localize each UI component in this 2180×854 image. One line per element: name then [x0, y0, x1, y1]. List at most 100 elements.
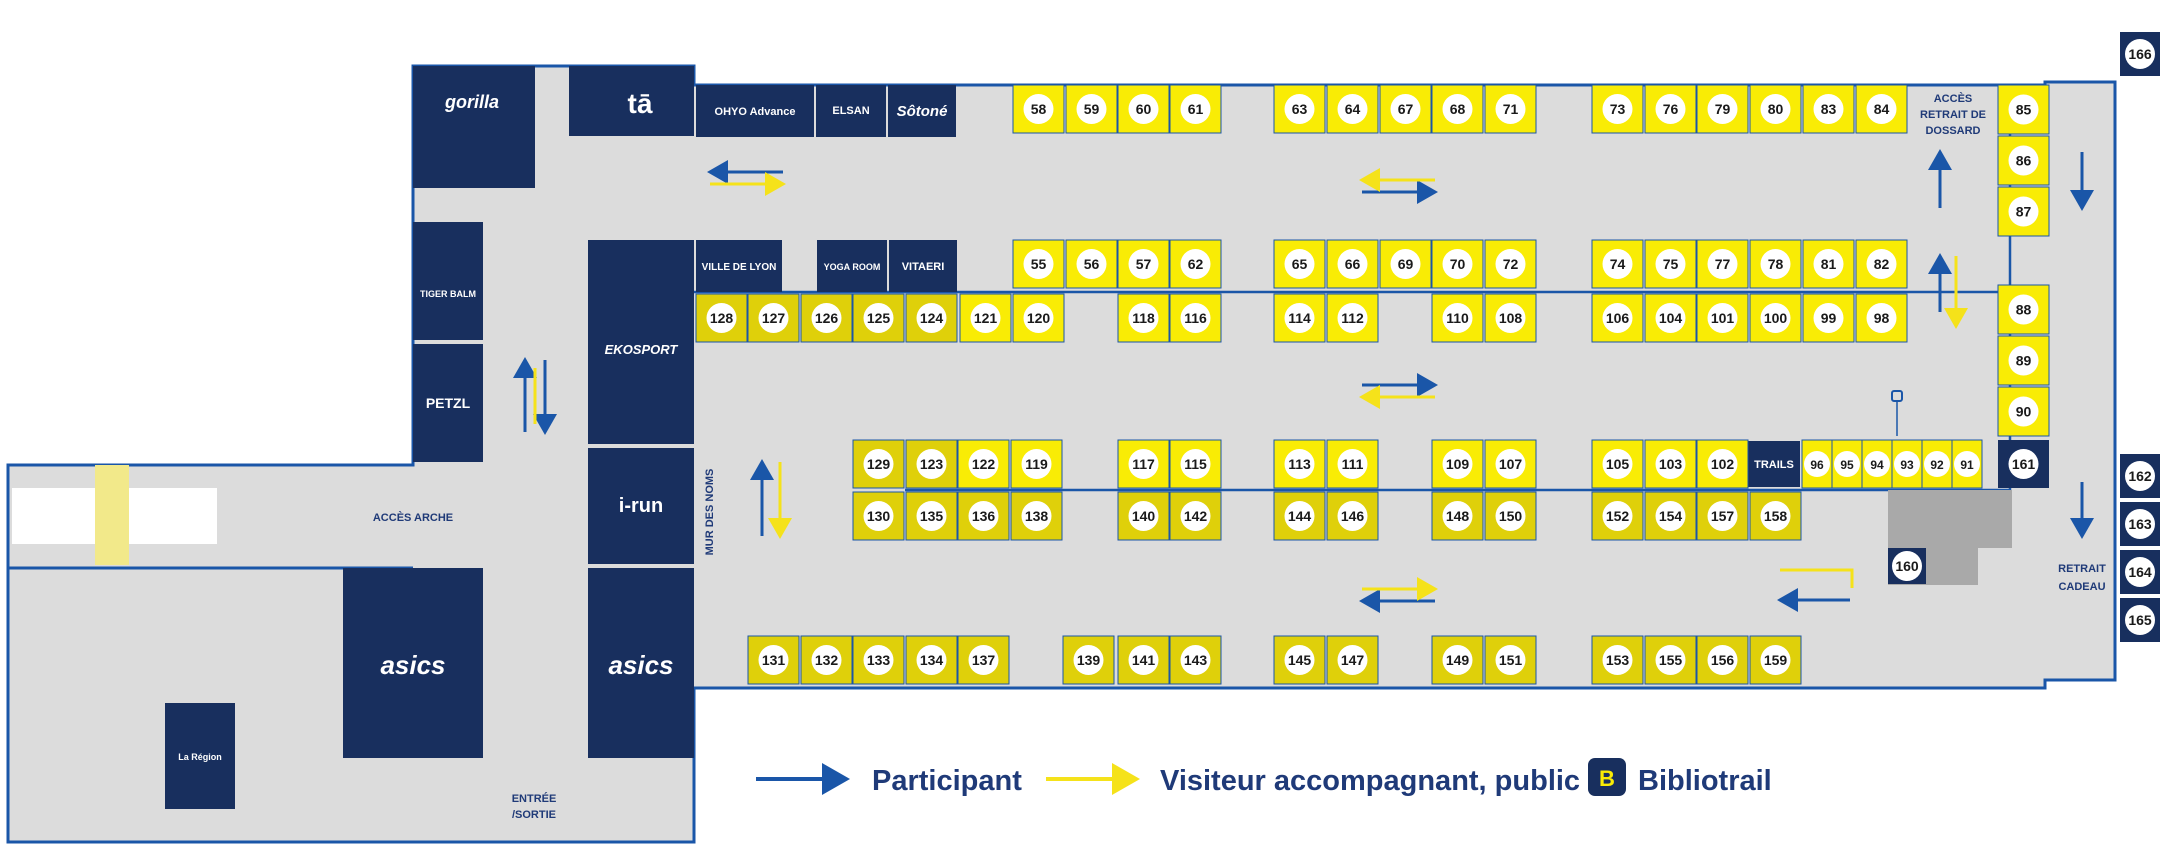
- booth-65: 65: [1273, 239, 1326, 289]
- booth-115: 115: [1169, 439, 1222, 489]
- booth-131-tile: [747, 635, 800, 685]
- booth-121: 121: [959, 293, 1012, 343]
- booth-111-number: 111: [1342, 456, 1364, 472]
- booth-89-badge: [2008, 345, 2039, 376]
- booth-133: 133: [852, 635, 905, 685]
- booth-74-badge: [1602, 249, 1633, 279]
- booth-70-badge: [1442, 249, 1473, 279]
- booth-163-number: 163: [2128, 516, 2152, 532]
- brand-stands: gorilla tā OHYO Advance ELSAN Sôtoné TIG…: [165, 66, 1800, 809]
- booth-105-number: 105: [1606, 456, 1630, 472]
- booth-126: 126: [800, 293, 853, 343]
- booth-145: 145: [1273, 635, 1326, 685]
- booth-79-number: 79: [1715, 101, 1731, 117]
- brand-vitaeri: VITAERI: [889, 240, 957, 292]
- booth-129-badge: [863, 449, 894, 479]
- booth-61-number: 61: [1188, 101, 1204, 117]
- booth-147: 147: [1326, 635, 1379, 685]
- booth-113-number: 113: [1288, 456, 1311, 472]
- booth-73: 73: [1591, 84, 1644, 134]
- booth-132-number: 132: [815, 652, 839, 668]
- booth-77-badge: [1707, 249, 1738, 279]
- booth-56: 56: [1065, 239, 1118, 289]
- booth-141: 141: [1117, 635, 1170, 685]
- legend: Participant Visiteur accompagnant, publi…: [756, 758, 1772, 797]
- booth-132: 132: [800, 635, 853, 685]
- booth-87: 87: [1997, 186, 2050, 237]
- booth-153: 153: [1591, 635, 1644, 685]
- booth-115-badge: [1180, 449, 1211, 479]
- retrait-cadeau-label-line1: RETRAIT: [2058, 563, 2106, 575]
- booth-60-badge: [1128, 94, 1159, 124]
- booth-70: 70: [1431, 239, 1484, 289]
- booth-120-number: 120: [1027, 310, 1051, 326]
- booth-132-badge: [811, 645, 842, 675]
- booth-57-number: 57: [1136, 256, 1152, 272]
- booth-141-badge: [1128, 645, 1159, 675]
- booth-88: 88: [1997, 284, 2050, 335]
- brand-trails: TRAILS: [1748, 441, 1800, 487]
- booth-117-badge: [1128, 449, 1159, 479]
- booth-111: 111: [1326, 439, 1379, 489]
- booth-65-number: 65: [1292, 256, 1308, 272]
- booth-90-badge: [2008, 396, 2039, 427]
- booth-64-badge: [1337, 94, 1368, 124]
- brand-yoga-room: YOGA ROOM: [817, 240, 887, 292]
- arche-passage: [95, 465, 129, 565]
- booth-60: 60: [1117, 84, 1170, 134]
- booth-66-badge: [1337, 249, 1368, 279]
- booth-59-number: 59: [1084, 101, 1100, 117]
- booth-149: 149: [1431, 635, 1484, 685]
- booth-84: 84: [1855, 84, 1908, 134]
- booth-110-badge: [1442, 303, 1473, 333]
- booth-150-badge: [1495, 501, 1526, 531]
- booth-90-number: 90: [2016, 404, 2032, 420]
- booth-158-badge: [1760, 501, 1791, 531]
- entree-label-line2: /SORTIE: [512, 809, 556, 821]
- booth-58-number: 58: [1031, 101, 1047, 117]
- booth-78-tile: [1749, 239, 1802, 289]
- booth-64: 64: [1326, 84, 1379, 134]
- brand-asics-right: asics: [588, 568, 694, 758]
- booth-136: 136: [957, 491, 1010, 541]
- brand-gorilla-logo: gorilla: [444, 92, 499, 112]
- booth-69-badge: [1390, 249, 1421, 279]
- booth-74-number: 74: [1610, 256, 1626, 272]
- booth-63-tile: [1273, 84, 1326, 134]
- brand-ville-lyon: VILLE DE LYON: [696, 240, 782, 292]
- brand-ohyo: OHYO Advance: [696, 85, 814, 137]
- booth-160: 160: [1888, 548, 1926, 584]
- booth-80: 80: [1749, 84, 1802, 134]
- booth-146-number: 146: [1341, 508, 1365, 524]
- booth-121-badge: [970, 303, 1001, 333]
- booth-139-number: 139: [1077, 652, 1101, 668]
- booth-130-number: 130: [867, 508, 891, 524]
- booth-110-number: 110: [1446, 310, 1469, 326]
- booth-149-number: 149: [1446, 652, 1470, 668]
- booth-116-badge: [1180, 303, 1211, 333]
- booth-91: 91: [1951, 439, 1983, 489]
- brand-asics-left: asics: [343, 568, 483, 758]
- booth-72-badge: [1495, 249, 1526, 279]
- booth-156-badge: [1707, 645, 1738, 675]
- booth-106-badge: [1602, 303, 1633, 333]
- booth-150-tile: [1484, 491, 1537, 541]
- booth-78-badge: [1760, 249, 1791, 279]
- booth-62-number: 62: [1188, 256, 1204, 272]
- booth-166: 166: [2120, 32, 2160, 76]
- booth-138-number: 138: [1025, 508, 1049, 524]
- booth-139: 139: [1062, 635, 1115, 685]
- booth-71-number: 71: [1503, 101, 1519, 117]
- booth-122-badge: [968, 449, 999, 479]
- booth-158: 158: [1749, 491, 1802, 541]
- booth-158-number: 158: [1764, 508, 1788, 524]
- brand-irun: i-run: [588, 448, 694, 564]
- booth-104-badge: [1655, 303, 1686, 333]
- booth-55-badge: [1023, 249, 1054, 279]
- booth-146-badge: [1337, 501, 1368, 531]
- booth-130: 130: [852, 491, 905, 541]
- booth-70-number: 70: [1450, 256, 1466, 272]
- booth-94-badge: [1864, 451, 1890, 477]
- booth-81: 81: [1802, 239, 1855, 289]
- booth-108-badge: [1495, 303, 1526, 333]
